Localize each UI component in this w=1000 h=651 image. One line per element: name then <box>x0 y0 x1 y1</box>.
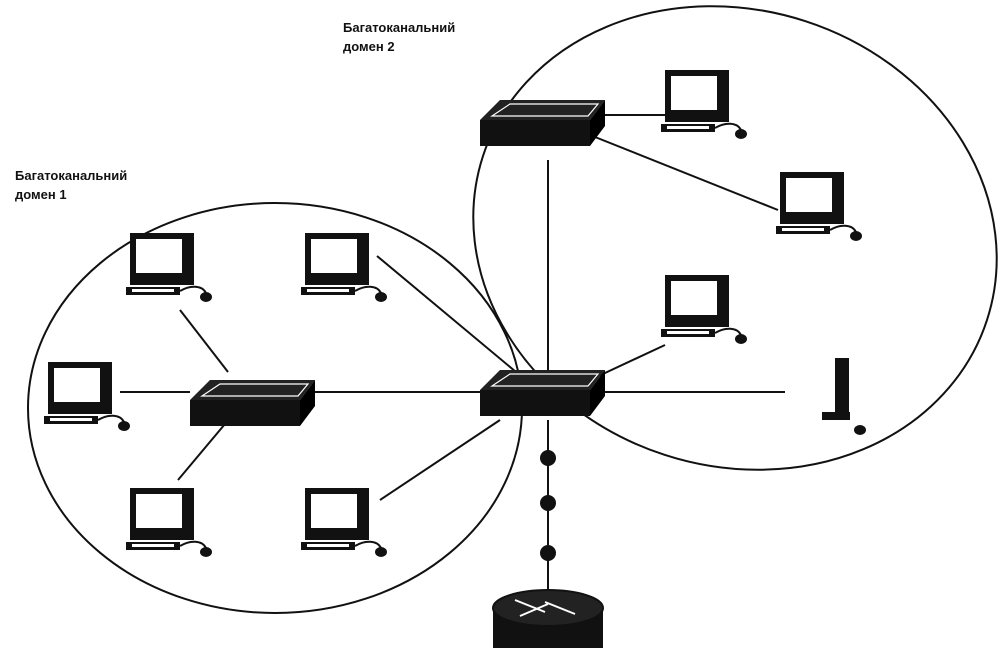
router-icon <box>492 589 604 648</box>
domain-1-label: Багатоканальний домен 1 <box>15 166 127 204</box>
link-node-icon <box>540 450 556 466</box>
domain-2-label: Багатоканальний домен 2 <box>343 18 455 56</box>
domain-2-label-line1: Багатоканальний <box>343 20 456 35</box>
domain-1-label-line2: домен 1 <box>15 187 67 202</box>
domain-2-switch-icon <box>479 99 606 147</box>
domain-1-computer-icon <box>125 232 213 303</box>
domain-2-boundary <box>472 5 998 471</box>
domain-1-switch-icon <box>189 379 316 427</box>
domain-1-computer-icon <box>125 487 213 558</box>
domain-1-computer-icon <box>300 232 388 303</box>
domain-2-computer-icon <box>775 171 863 242</box>
network-links <box>120 114 785 600</box>
domain-1-computer-icon <box>43 361 131 432</box>
domain-1-label-line1: Багатоканальний <box>15 168 128 183</box>
domain-2-computer-icon <box>660 69 748 140</box>
domain-2-computer-icon <box>822 358 866 435</box>
domain-2-label-line2: домен 2 <box>343 39 395 54</box>
domain-1-computer-icon <box>300 487 388 558</box>
core-switch-icon <box>479 369 606 417</box>
domain-2-computer-icon <box>660 274 748 345</box>
link-node-icon <box>540 495 556 511</box>
link-node-icon <box>540 545 556 561</box>
